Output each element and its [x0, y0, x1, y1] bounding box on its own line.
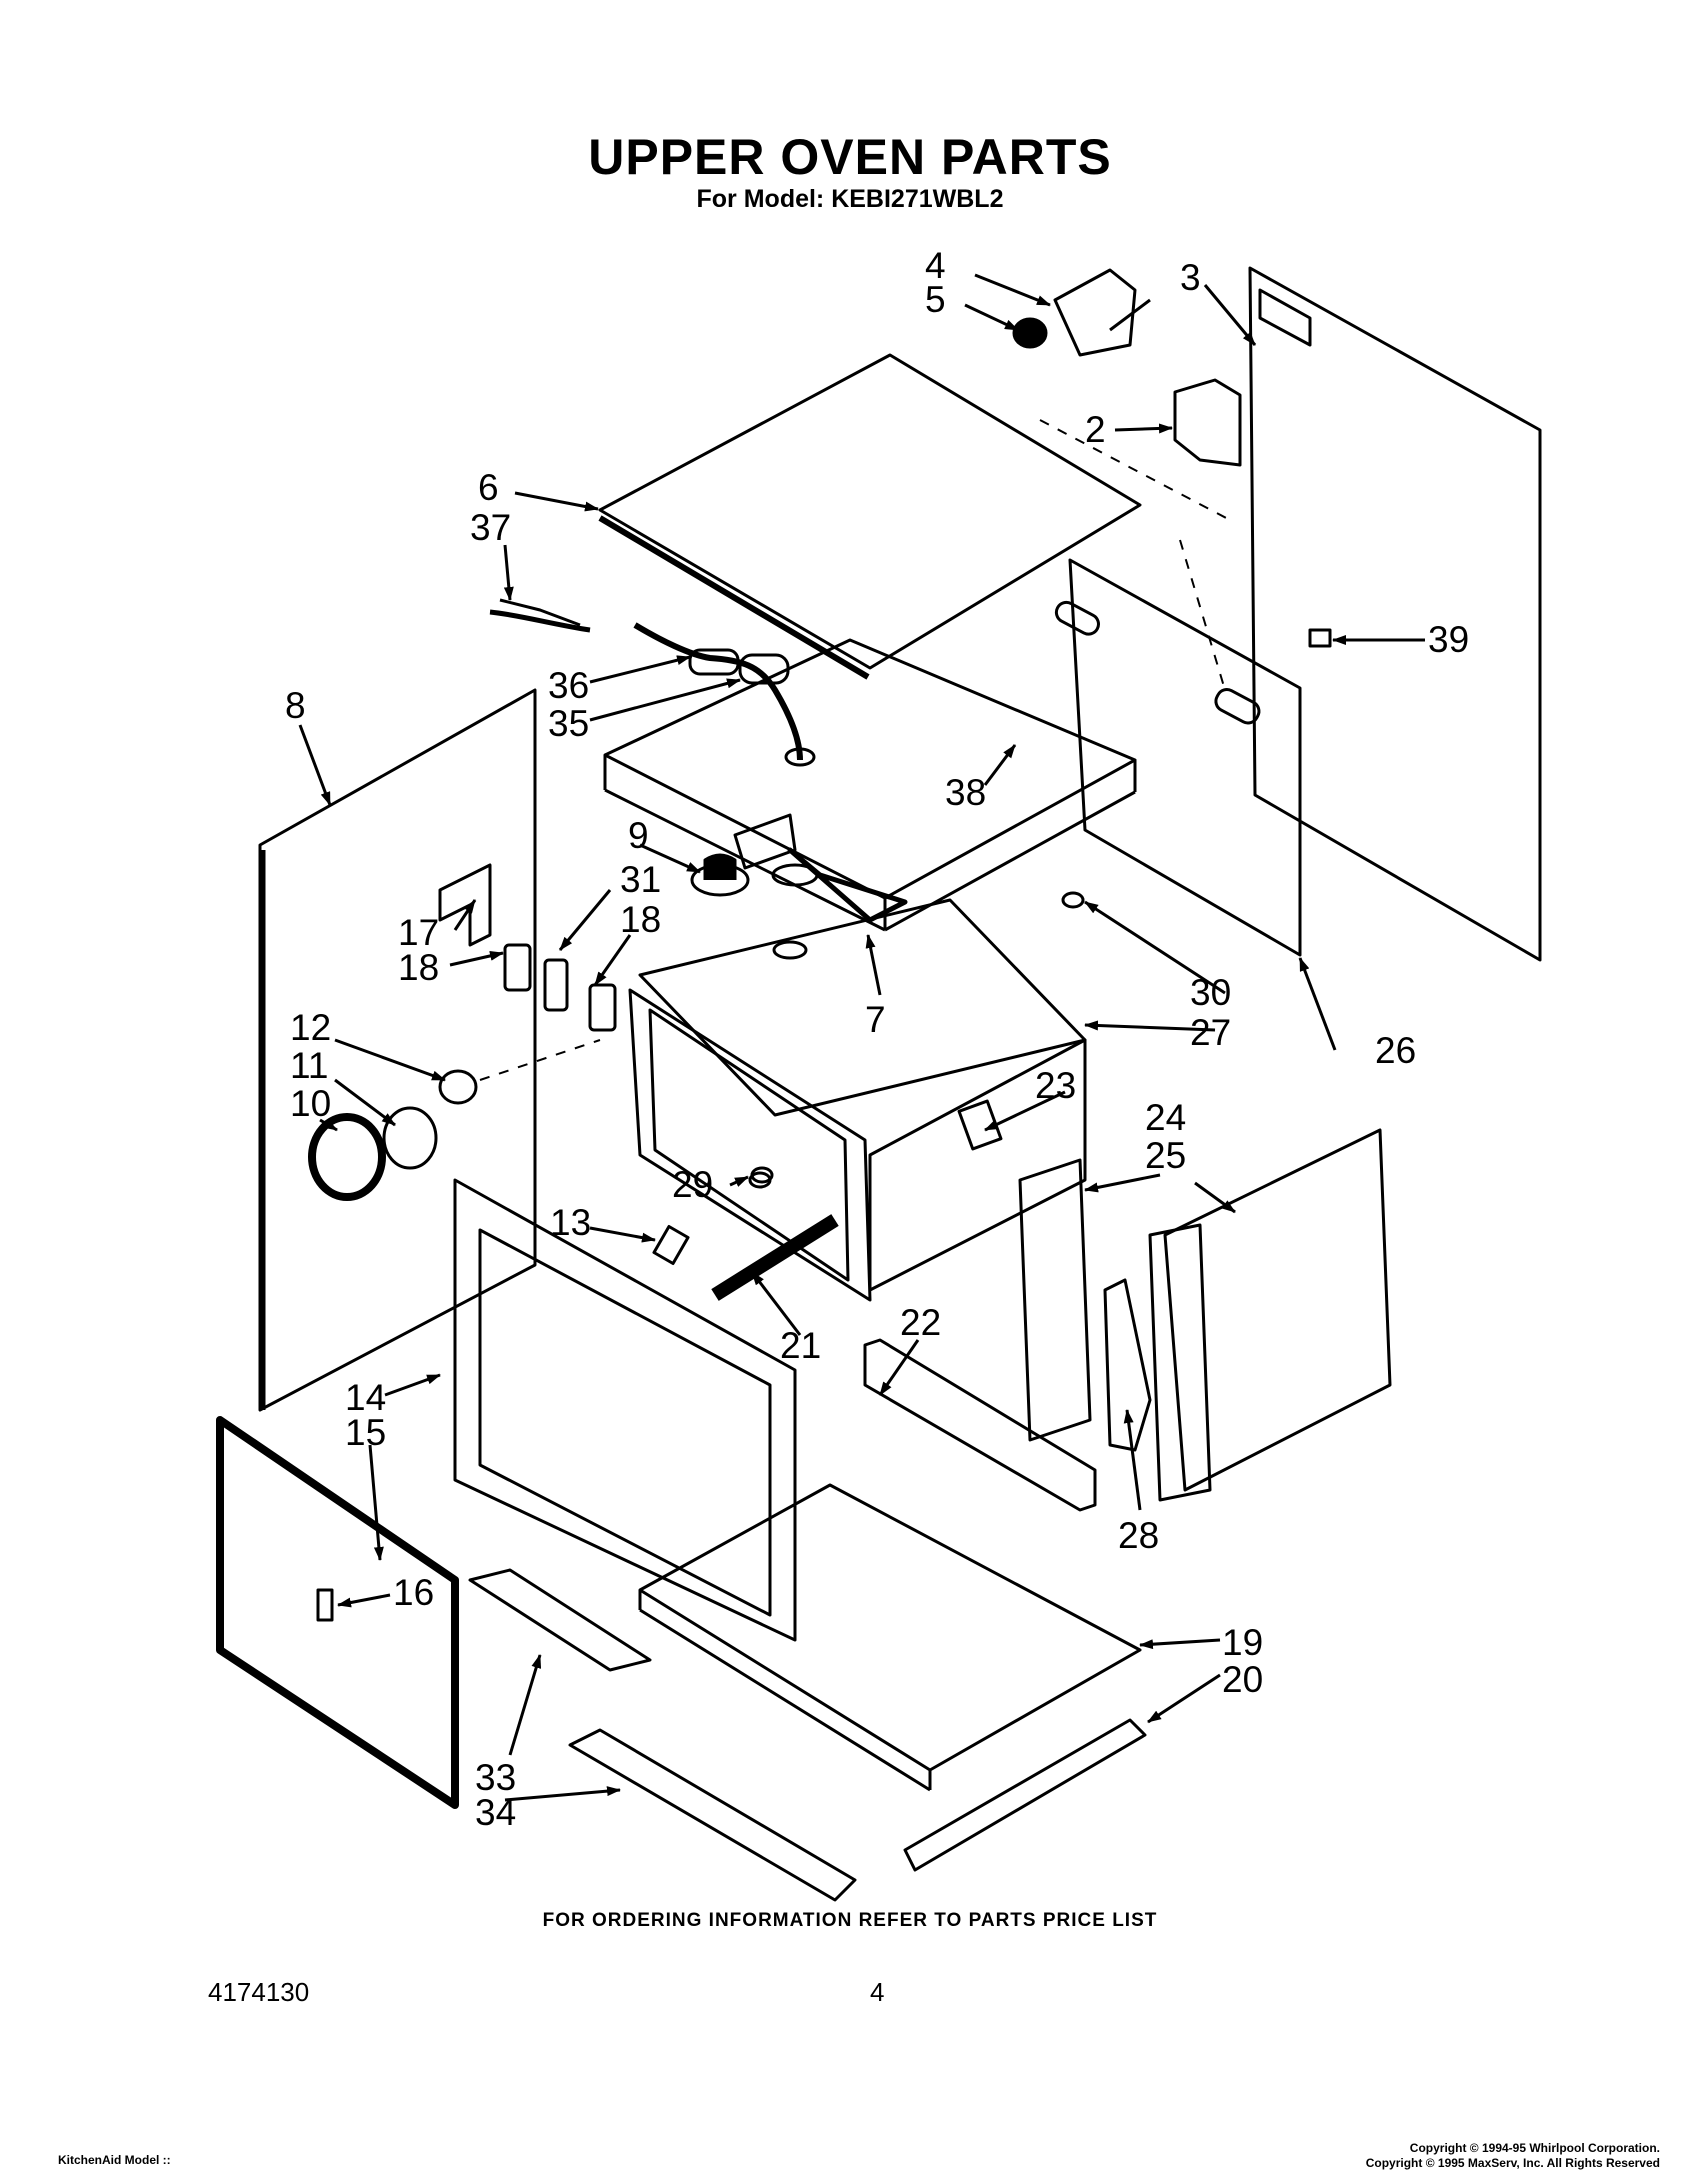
oven-liner-front	[628, 988, 872, 1302]
side-rail-part-22	[863, 1338, 1097, 1512]
bracket-part-4	[1053, 268, 1137, 357]
lamp-lens-part-11	[382, 1106, 438, 1170]
callout-14: 14	[345, 1377, 386, 1418]
ordering-info: FOR ORDERING INFORMATION REFER TO PARTS …	[542, 1910, 1158, 1931]
front-trim-part-33	[468, 1568, 652, 1672]
callout-11: 11	[290, 1045, 328, 1086]
hinge-plate-part-24	[1018, 1158, 1092, 1442]
callout-20: 20	[1222, 1659, 1263, 1700]
page-title: UPPER OVEN PARTS	[588, 129, 1112, 185]
callout-31: 31	[620, 859, 661, 900]
callout-3: 3	[1180, 257, 1201, 298]
bake-element-part-21	[711, 1214, 839, 1301]
callout-18-upper: 18	[620, 899, 661, 940]
spacer-part-30	[1061, 891, 1085, 909]
callout-30: 30	[1190, 972, 1231, 1013]
lamp-ring-part-10	[308, 1113, 386, 1201]
callout-26: 26	[1375, 1030, 1416, 1071]
model-subtitle: For Model: KEBI271WBL2	[696, 185, 1004, 213]
callout-34: 34	[475, 1792, 516, 1833]
callout-23: 23	[1035, 1065, 1076, 1106]
callout-17: 17	[398, 912, 439, 953]
bottom-panel-part-19	[638, 1483, 1142, 1772]
document-number: 4174130	[208, 1977, 310, 2007]
oven-liner-top	[638, 898, 1087, 1117]
copyright-maxserv: Copyright © 1995 MaxServ, Inc. All Right…	[1365, 2156, 1660, 2170]
callout-9: 9	[628, 815, 649, 856]
callout-12: 12	[290, 1007, 331, 1048]
rear-panel-part	[1248, 266, 1542, 962]
clip-part-23	[957, 1099, 1003, 1151]
callout-37: 37	[470, 507, 511, 548]
clip-part-16	[316, 1588, 334, 1622]
switch-part-13	[652, 1225, 690, 1265]
callout-16: 16	[393, 1572, 434, 1613]
hinge-part-28	[1103, 1278, 1152, 1452]
upper-chamber-part-38	[603, 638, 1137, 900]
lamp-bulb-part-12	[438, 1069, 478, 1105]
model-line: KitchenAid Model ::	[58, 2153, 171, 2167]
callout-21: 21	[780, 1325, 821, 1366]
callout-27: 27	[1190, 1012, 1231, 1053]
bracket-part-2	[1173, 378, 1242, 467]
callout-8: 8	[285, 685, 306, 726]
callout-6: 6	[478, 467, 499, 508]
callout-28: 28	[1118, 1515, 1159, 1556]
callout-5: 5	[925, 279, 946, 320]
plug-part-29	[750, 1166, 774, 1184]
callout-4: 4	[925, 245, 946, 286]
callout-38: 38	[945, 772, 986, 813]
rear-panel-bracket	[1258, 288, 1312, 347]
callout-15: 15	[345, 1412, 386, 1453]
callout-36: 36	[548, 665, 589, 706]
callout-19: 19	[1222, 1622, 1263, 1663]
side-panel-part-26	[1068, 558, 1302, 957]
top-panel-part-6	[598, 353, 1142, 670]
clip-part-39	[1308, 628, 1332, 648]
callout-39: 39	[1428, 619, 1469, 660]
callout-29: 29	[672, 1164, 713, 1205]
callout-24: 24	[1145, 1097, 1186, 1138]
callout-25: 25	[1145, 1135, 1186, 1176]
callout-7: 7	[865, 999, 886, 1040]
callout-13: 13	[550, 1202, 591, 1243]
knob-part-5	[1012, 317, 1048, 349]
copyright-whirlpool: Copyright © 1994-95 Whirlpool Corporatio…	[1409, 2141, 1660, 2155]
callout-10: 10	[290, 1083, 331, 1124]
side-door-part-25	[1163, 1128, 1392, 1492]
callout-33: 33	[475, 1757, 516, 1798]
bottom-rail-part-20	[903, 1718, 1147, 1872]
lower-rail-part-34	[568, 1728, 857, 1902]
callout-22: 22	[900, 1302, 941, 1343]
front-frame-part-14	[453, 1178, 797, 1642]
page-number: 4	[870, 1977, 885, 2007]
callout-2: 2	[1085, 409, 1106, 450]
callout-18-lower: 18	[398, 947, 439, 988]
callout-35: 35	[548, 703, 589, 744]
